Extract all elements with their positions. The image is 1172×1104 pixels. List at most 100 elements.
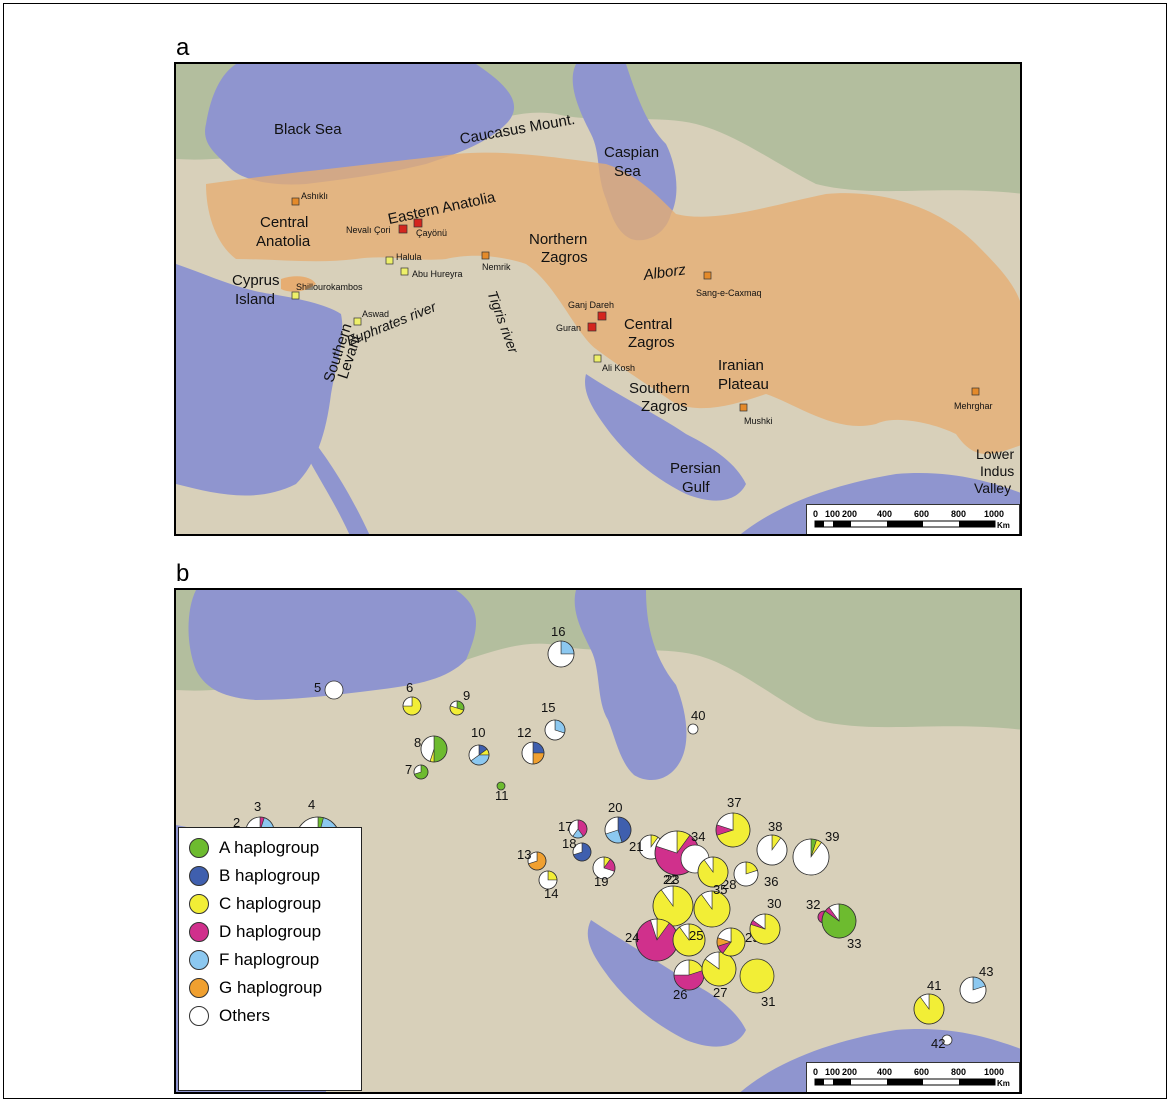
site-nevali-cori: Nevalı Çori [346, 224, 408, 235]
pie-population-26: 26 [673, 959, 705, 1002]
pie-outline [959, 976, 987, 1004]
pie-label-23: 23 [665, 872, 679, 887]
legend-swatch-f [189, 950, 209, 970]
legend-label-c: C haplogroup [219, 894, 322, 913]
pie-outline [449, 700, 465, 716]
pie-population-40: 40 [687, 708, 705, 735]
svg-text:Sang-e-Caxmaq: Sang-e-Caxmaq [696, 288, 762, 298]
pie-label-20: 20 [608, 800, 622, 815]
svg-text:Mehrghar: Mehrghar [954, 401, 993, 411]
pie-label-4: 4 [308, 797, 315, 812]
pie-label-34: 34 [691, 829, 705, 844]
pie-population-41: 41 [913, 978, 945, 1025]
pie-population-23: 23 [652, 872, 694, 927]
pie-label-37: 37 [727, 795, 741, 810]
pie-chart-layer: 1234567891011121314151617181920212223242… [203, 624, 993, 1051]
pie-label-12: 12 [517, 725, 531, 740]
scale-bar-a-graphic: 0 100 200 400 600 800 1000 Km [813, 509, 1010, 530]
label-central-anatolia-2: Anatolia [256, 233, 311, 250]
scale-bar-b-graphic: 0 100 200 400 600 800 1000 Km [813, 1067, 1010, 1088]
pie-outline [693, 890, 731, 928]
pie-label-40: 40 [691, 708, 705, 723]
label-indus-3: Valley [974, 480, 1011, 496]
legend-item-d: D haplogroup [189, 918, 361, 946]
legend-swatch-c [189, 894, 209, 914]
site-cayonu: Çayönü [413, 218, 447, 238]
pie-population-7: 7 [405, 762, 429, 780]
black-sea [205, 64, 515, 185]
svg-text:Ashıklı: Ashıklı [301, 191, 328, 201]
pie-outline [913, 993, 945, 1025]
pie-population-31: 31 [739, 958, 775, 1009]
label-central-zagros-2: Zagros [628, 334, 675, 351]
pie-population-27: 27 [701, 951, 737, 1000]
pie-population-35: 35 [697, 856, 729, 897]
pie-population-5: 5 [314, 680, 344, 700]
site-guran: Guran [556, 322, 597, 333]
pie-population-10: 10 [468, 725, 490, 766]
svg-text:400: 400 [877, 509, 892, 519]
scale-bar-a: 0 100 200 400 600 800 1000 Km [806, 504, 1020, 534]
site-ali-kosh: Ali Kosh [593, 354, 635, 373]
pie-population-36: 36 [733, 861, 778, 889]
pie-population-42: 42 [931, 1034, 953, 1051]
legend-item-f: F haplogroup [189, 946, 361, 974]
svg-text:Guran: Guran [556, 323, 581, 333]
persian-gulf-b [587, 920, 746, 1047]
black-sea-b [188, 590, 476, 700]
legend-label-b: B haplogroup [219, 866, 321, 885]
svg-text:200: 200 [842, 509, 857, 519]
legend-item-others: Others [189, 1002, 361, 1030]
pie-outline [538, 870, 558, 890]
pie-label-43: 43 [979, 964, 993, 979]
svg-text:Ganj Dareh: Ganj Dareh [568, 300, 614, 310]
pie-population-24: 24 [625, 918, 679, 962]
pie-label-25: 25 [689, 928, 703, 943]
svg-text:Ali Kosh: Ali Kosh [602, 363, 635, 373]
legend-label-f: F haplogroup [219, 950, 320, 969]
pie-outline [572, 842, 592, 862]
pie-label-8: 8 [414, 735, 421, 750]
pie-population-43: 43 [959, 964, 993, 1004]
scale-bar-b: 0 100 200 400 600 800 1000 Km [806, 1062, 1020, 1092]
pie-label-18: 18 [562, 836, 576, 851]
label-black-sea: Black Sea [274, 121, 342, 138]
pie-population-33: 33 [821, 903, 861, 951]
svg-text:Km: Km [997, 521, 1010, 530]
pie-slice-A [496, 781, 506, 791]
pie-outline [821, 903, 857, 939]
pie-population-37: 37 [715, 795, 751, 848]
pie-label-9: 9 [463, 688, 470, 703]
pie-outline [402, 696, 422, 716]
pie-outline [568, 819, 588, 839]
pie-outline [521, 741, 545, 765]
legend-swatch-d [189, 922, 209, 942]
label-indus-2: Indus [980, 463, 1014, 479]
label-indus-1: Lower [976, 446, 1014, 462]
label-cyprus-2: Island [235, 291, 275, 308]
panel-a-letter: a [176, 34, 190, 61]
site-sang-e-caxmaq: Sang-e-Caxmaq [696, 271, 762, 298]
pie-label-41: 41 [927, 978, 941, 993]
legend-swatch-others [189, 1006, 209, 1026]
svg-text:Nevalı Çori: Nevalı Çori [346, 225, 391, 235]
pie-label-13: 13 [517, 847, 531, 862]
site-nemrik: Nemrik [481, 251, 511, 272]
pie-label-33: 33 [847, 936, 861, 951]
label-iranian-plateau-1: Iranian [718, 357, 764, 374]
label-northern-zagros-1: Northern [529, 231, 587, 248]
legend-item-c: C haplogroup [189, 890, 361, 918]
svg-text:Aswad: Aswad [362, 309, 389, 319]
pie-label-24: 24 [625, 930, 639, 945]
pie-label-22: 22 [663, 872, 677, 887]
legend-label-others: Others [219, 1006, 271, 1025]
pie-outline [756, 834, 788, 866]
pie-population-6: 6 [402, 680, 422, 716]
legend-item-g: G haplogroup [189, 974, 361, 1002]
pie-label-14: 14 [544, 886, 558, 901]
pie-label-31: 31 [761, 994, 775, 1009]
pie-population-18: 18 [562, 836, 592, 862]
pie-outline [547, 640, 575, 668]
label-cyprus-1: Cyprus [232, 272, 280, 289]
map-a: Black Sea Caucasus Mount. Caspian Sea Ce… [174, 62, 1022, 536]
